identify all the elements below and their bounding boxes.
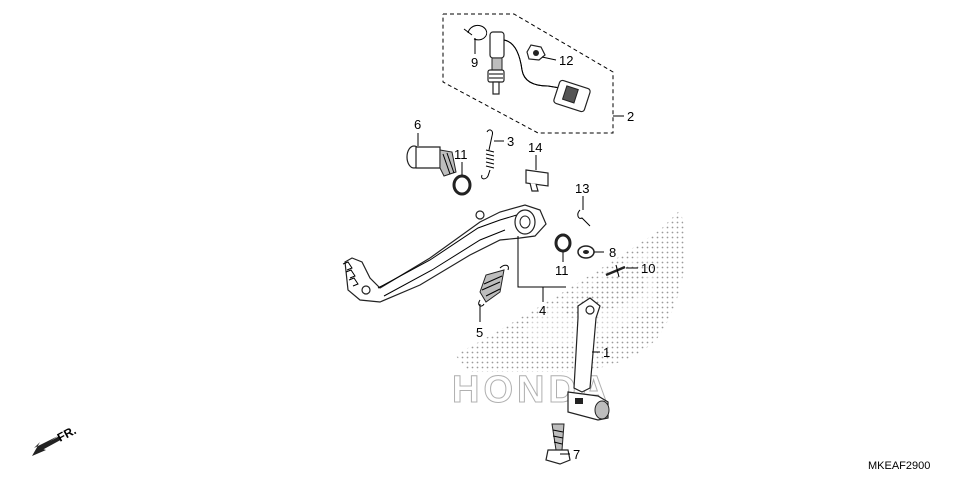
callout-5: 5 (476, 325, 483, 340)
spring-part-5 (478, 264, 509, 307)
callout-7: 7 (573, 447, 580, 462)
pivot-bolt-part-6 (406, 145, 457, 177)
front-label: FR. (55, 423, 79, 444)
callout-14: 14 (528, 140, 542, 155)
pin-part-10 (605, 264, 626, 278)
cotter-pin-part-13 (577, 209, 591, 227)
callout-9: 9 (471, 55, 478, 70)
leader-lines (417, 38, 638, 455)
bracket-part-14 (525, 169, 549, 192)
callout-11-upper: 11 (454, 147, 468, 162)
washer-part-8 (577, 245, 595, 259)
callout-13: 13 (575, 181, 589, 196)
clamp-part-12 (526, 44, 546, 61)
bolt-part-7 (545, 423, 571, 465)
callout-11-lower: 11 (555, 263, 569, 278)
diagram-code: MKEAF2900 (868, 460, 930, 472)
o-ring-part-11-upper (452, 174, 472, 196)
callout-3: 3 (507, 134, 514, 149)
callout-1: 1 (603, 345, 610, 360)
callout-10: 10 (641, 261, 655, 276)
rod-part-1 (567, 297, 610, 421)
callout-2: 2 (627, 109, 634, 124)
callout-numbers: 1 2 3 4 5 6 7 8 9 10 11 11 12 13 14 (414, 53, 655, 462)
callout-12: 12 (559, 53, 573, 68)
callout-4: 4 (539, 303, 546, 318)
return-spring-part-3 (481, 129, 495, 180)
clip-part-9 (463, 25, 488, 41)
front-direction-arrow-icon (32, 436, 61, 456)
callout-8: 8 (609, 245, 616, 260)
switch-assembly-box (442, 13, 614, 134)
callout-6: 6 (414, 117, 421, 132)
stop-switch-part-2 (487, 31, 591, 113)
o-ring-part-11-lower (554, 233, 572, 253)
brake-pedal-part-4 (342, 204, 547, 303)
